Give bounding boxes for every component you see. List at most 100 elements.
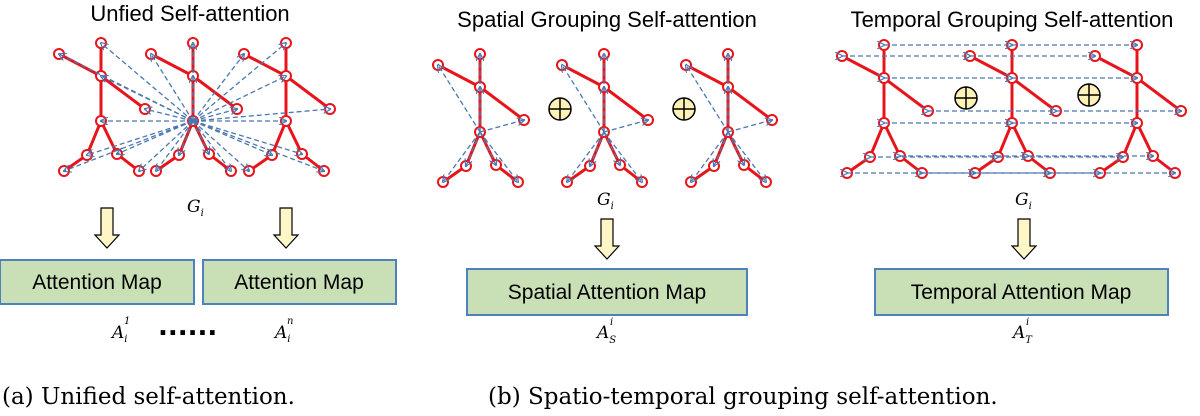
attention-arrow — [603, 131, 620, 165]
attention-arrow — [139, 120, 194, 171]
bone — [1010, 76, 1058, 113]
attention-arrow — [192, 120, 209, 154]
graph-label: Gi — [1015, 190, 1032, 212]
attention-arrow — [727, 131, 766, 182]
attention-arrow — [603, 120, 648, 133]
joint — [518, 114, 530, 126]
joint — [150, 165, 162, 177]
bone — [882, 76, 930, 113]
bone — [1010, 121, 1030, 158]
attention-arrow — [562, 65, 605, 133]
joint — [680, 59, 692, 71]
attention-arrow — [438, 65, 481, 133]
matrix-label-an: Ai n — [273, 316, 293, 345]
svg-text:AT: AT — [1011, 323, 1033, 346]
skeleton — [238, 37, 336, 177]
attention-arrow — [567, 131, 605, 182]
attention-arrow — [192, 120, 324, 171]
skeleton — [556, 48, 654, 188]
bone — [968, 54, 1014, 80]
matrix-label-a1: Ai 1 — [110, 316, 130, 345]
skeleton — [432, 48, 530, 188]
attention-arrow — [101, 43, 194, 122]
bone — [478, 85, 526, 122]
attention-arrow — [64, 120, 194, 171]
temporal-attention-map-box — [874, 268, 1169, 316]
attention-arrow — [479, 120, 524, 133]
bone — [726, 85, 774, 122]
attention-arrow — [192, 43, 286, 122]
joint — [145, 48, 157, 60]
bone — [602, 85, 650, 122]
bone — [99, 74, 147, 111]
joint — [280, 70, 292, 82]
attention-arrow — [87, 120, 194, 155]
skeleton — [680, 48, 778, 188]
bone — [242, 52, 288, 78]
attention-arrow — [479, 131, 496, 165]
matrix-label-at: AT i — [1011, 317, 1033, 346]
svg-text:AS: AS — [595, 323, 616, 346]
attention-arrow — [192, 54, 244, 122]
attention-arrow — [179, 120, 194, 155]
attention-arrow — [479, 131, 518, 182]
down-arrow-icon — [272, 207, 300, 249]
joint — [231, 103, 243, 115]
temporal-attention-map-label: Temporal Attention Map — [911, 281, 1132, 304]
temporal-title: Temporal Grouping Self-attention — [851, 7, 1174, 32]
spatial-title: Spatial Grouping Self-attention — [457, 7, 757, 32]
svg-text:Gi: Gi — [1015, 190, 1032, 212]
svg-text:i: i — [610, 317, 613, 328]
attention-arrow — [151, 54, 194, 122]
bone — [284, 74, 332, 111]
concat-icon — [548, 97, 572, 121]
attention-arrows — [59, 43, 1181, 182]
skeleton — [145, 37, 243, 177]
attention-arrow — [192, 76, 286, 122]
spatial-attention-map-box — [466, 268, 748, 316]
attention-arrow — [192, 120, 249, 171]
attention-arrow — [590, 131, 605, 166]
joint — [556, 59, 568, 71]
bone — [270, 119, 288, 157]
svg-text:Gi: Gi — [187, 197, 204, 219]
svg-text:n: n — [287, 316, 293, 327]
bone — [1135, 121, 1155, 158]
joint — [760, 176, 772, 188]
joint — [225, 165, 237, 177]
caption-a: (a) Unified self-attention. — [2, 384, 295, 410]
joint — [81, 149, 93, 161]
joint — [636, 176, 648, 188]
bone — [840, 54, 886, 80]
attention-map-label: Attention Map — [32, 271, 162, 294]
bone — [1121, 121, 1139, 159]
bone — [1135, 76, 1183, 113]
concat-icon — [672, 97, 696, 121]
joint — [561, 176, 573, 188]
svg-text:Ai: Ai — [273, 323, 290, 345]
bone — [996, 121, 1014, 159]
joint — [685, 176, 697, 188]
attention-arrow — [443, 131, 481, 182]
joint — [437, 176, 449, 188]
bone — [882, 121, 902, 158]
svg-text:Gi: Gi — [597, 190, 614, 212]
bone — [1093, 54, 1139, 80]
matrix-label-as: AS i — [595, 317, 616, 346]
attention-arrow — [603, 131, 642, 182]
attention-arrow — [192, 120, 231, 171]
spatial-attention-map-label: Spatial Attention Map — [508, 281, 706, 304]
bone — [868, 121, 886, 159]
attention-arrow — [686, 65, 729, 133]
joint — [432, 59, 444, 71]
attention-arrow — [691, 131, 729, 182]
bone — [57, 52, 103, 78]
down-arrow-icon — [593, 218, 621, 260]
down-arrow-icon — [1010, 218, 1038, 260]
attention-arrow — [466, 131, 481, 166]
joint — [53, 48, 65, 60]
concat-icon — [1077, 83, 1101, 107]
unified-title: Unfied Self-attention — [90, 1, 289, 26]
svg-text:i: i — [1026, 317, 1029, 328]
